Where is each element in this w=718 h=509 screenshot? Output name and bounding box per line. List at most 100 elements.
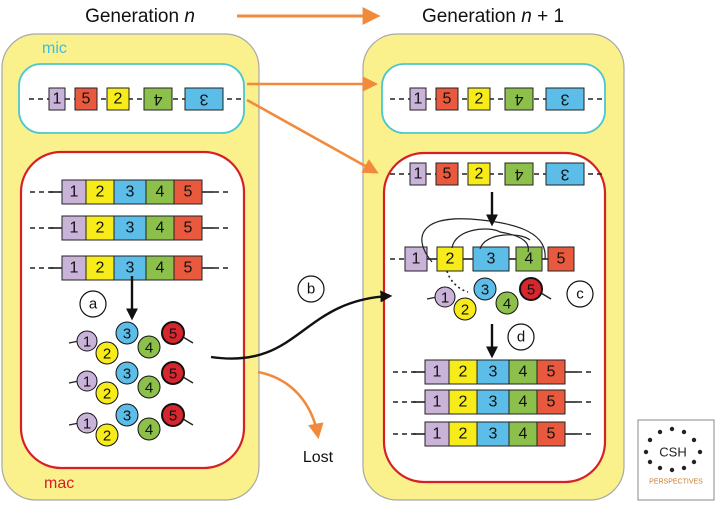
mac-left-chromosome-1-segment-5-label: 5	[184, 184, 193, 201]
mac-left-chromosome-1-segment-5-box	[173, 179, 203, 205]
mac-left-chromosome-2-segment-4-box	[145, 215, 175, 241]
mic-label: mic	[42, 40, 67, 57]
bead-string-right-s5-label: 5	[527, 282, 535, 299]
logo-dot-1	[647, 437, 653, 443]
mac-right-germline-chromosome-segment-4-inverted-box	[504, 162, 534, 186]
intermediate-segment-5-label: 5	[557, 251, 566, 268]
mic-left-chromosome-segment-4-inverted-label: 4	[153, 91, 162, 108]
bead-string-left-1-s1-label: 1	[83, 334, 91, 351]
arrow-step-b	[210, 290, 393, 360]
logo-text-perspectives: PERSPECTIVES	[649, 479, 703, 486]
bead-string-left-2-s5-label: 5	[169, 366, 177, 383]
template-loop-outer	[421, 218, 546, 263]
mac-right-germline-chromosome-segment-1-label: 1	[414, 166, 423, 183]
mac-right-chromosome-2-segment-5-label: 5	[547, 394, 556, 411]
bead-string-left-3-s2-label: 2	[103, 428, 111, 445]
bead-string-left-2-s4-label: 4	[145, 380, 153, 397]
logo-dot-5	[691, 437, 697, 443]
mic-right-chromosome-segment-4-inverted-box	[504, 87, 534, 111]
mac-left-chromosome-1-segment-1-box	[61, 179, 87, 205]
bead-string-left-1-s4-bead	[137, 335, 161, 359]
bead-string-right-s2-bead	[453, 297, 477, 321]
intermediate-segment-3-box	[472, 246, 510, 272]
mac-right-chromosome-1-segment-5-label: 5	[547, 364, 556, 381]
mac-right-chromosome-3-segment-2-label: 2	[459, 426, 468, 443]
mac-left-chromosome-1-segment-2-box	[85, 179, 115, 205]
mic-right-chromosome-segment-2-label: 2	[475, 91, 484, 108]
bead-string-left-1-s1-bead	[76, 330, 98, 352]
bead-string-left-3-s1-bead	[76, 412, 98, 434]
bead-string-left-3-s3-label: 3	[123, 408, 131, 425]
bead-string-left-3-s1-label: 1	[83, 416, 91, 433]
mac-right-germline-chromosome-segment-3-inverted-box	[545, 162, 585, 186]
bead-string-left-2-s1-bead	[76, 370, 98, 392]
mic-right-chromosome-segment-5-box	[435, 87, 459, 111]
bead-string-left-3-s5-bead	[161, 403, 185, 427]
logo-dot-3	[669, 426, 675, 432]
mac-left-chromosome-2-segment-1-label: 1	[70, 220, 79, 237]
template-loop-middle	[451, 228, 529, 253]
mac-right-chromosome-3-segment-1-box	[424, 421, 450, 447]
mac-right-germline-chromosome-segment-2-box	[467, 162, 491, 186]
mac-left-chromosome-3-segment-5-box	[173, 255, 203, 281]
bead-string-right-s1-label: 1	[441, 290, 449, 307]
mic-right-chromosome-segment-5-label: 5	[443, 91, 452, 108]
mac-right-chromosome-3-segment-3-label: 3	[489, 426, 498, 443]
intermediate-segment-4-label: 4	[525, 251, 534, 268]
bead-string-left-1-s5-bead	[161, 321, 185, 345]
header-generation-n1-suffix: + 1	[532, 6, 564, 27]
bead-string-left-1-s2-label: 2	[103, 346, 111, 363]
mac-right-chromosome-2-segment-3-label: 3	[489, 394, 498, 411]
bead-string-right-s5-bead	[519, 277, 543, 301]
mac-left-chromosome-3-segment-4-box	[145, 255, 175, 281]
mac-right-chromosome-1-segment-3-label: 3	[489, 364, 498, 381]
mac-left-chromosome-1-segment-3-label: 3	[126, 184, 135, 201]
bead-string-left-2-s3-label: 3	[123, 366, 131, 383]
mac-right-chromosome-2-segment-4-label: 4	[519, 394, 528, 411]
mac-right-chromosome-1-segment-4-box	[508, 359, 538, 385]
step-d-circle	[507, 323, 535, 351]
logo-mark	[643, 426, 703, 473]
intermediate-segment-2-label: 2	[446, 251, 455, 268]
logo-dot-4	[681, 429, 687, 435]
bead-string-left-2-s5-bead	[161, 361, 185, 385]
mic-right-chromosome-segment-2-box	[467, 87, 491, 111]
header-generation-n-plus-1: Generation n + 1	[422, 6, 564, 27]
mac-left-chromosome-3-segment-2-label: 2	[96, 260, 105, 277]
bead-string-left-2-s2-bead	[95, 381, 119, 405]
mic-right-chromosome-segment-1-box	[409, 87, 427, 111]
bead-string-left-3-s2-bead	[95, 423, 119, 447]
header-generation-n: Generation n	[85, 6, 195, 27]
mac-right-germline-chromosome-segment-3-inverted-label: 3	[560, 166, 569, 183]
mac-right-chromosome-3-segment-3-box	[476, 421, 510, 447]
mac-right-chromosome-2-segment-3-box	[476, 389, 510, 415]
mac-left-chromosome-3-segment-1-label: 1	[70, 260, 79, 277]
mac-right-chromosome-1-segment-5-box	[536, 359, 566, 385]
template-loop-inner	[479, 234, 531, 250]
mac-right-germline-chromosome-segment-2-label: 2	[475, 166, 484, 183]
bead-string-left-1-s4-label: 4	[145, 340, 153, 357]
mac-label: mac	[44, 475, 74, 492]
mac-right-chromosome-2-segment-1-label: 1	[433, 394, 442, 411]
arrow-mic-to-mac	[246, 98, 379, 174]
mac-left-chromosome-3-segment-3-label: 3	[126, 260, 135, 277]
mac-right-chromosome-3-segment-2-box	[448, 421, 478, 447]
mac-right-chromosome-3-segment-1-label: 1	[433, 426, 442, 443]
mac-right-chromosome-2-segment-4-box	[508, 389, 538, 415]
header-generation-n-var: n	[184, 6, 195, 27]
mac-left-chromosome-1-segment-4-label: 4	[156, 184, 165, 201]
mic-left-chromosome-segment-1-label: 1	[53, 91, 62, 108]
mic-left-chromosome-segment-2-box	[106, 87, 130, 111]
mac-right-germline-chromosome-segment-1-box	[409, 162, 427, 186]
step-d-label: d	[517, 329, 525, 346]
mac-left-chromosome-1-segment-3-box	[113, 179, 147, 205]
bead-string-right-s4-bead	[495, 291, 519, 315]
step-b-circle	[297, 275, 325, 303]
mac-right-chromosome-2-segment-2-label: 2	[459, 394, 468, 411]
step-a-label: a	[89, 296, 98, 313]
template-dotted-link	[446, 270, 469, 293]
lost-label: Lost	[303, 449, 334, 466]
mic-right-chromosome-segment-3-inverted-box	[545, 87, 585, 111]
intermediate-segment-2-box	[436, 246, 464, 272]
